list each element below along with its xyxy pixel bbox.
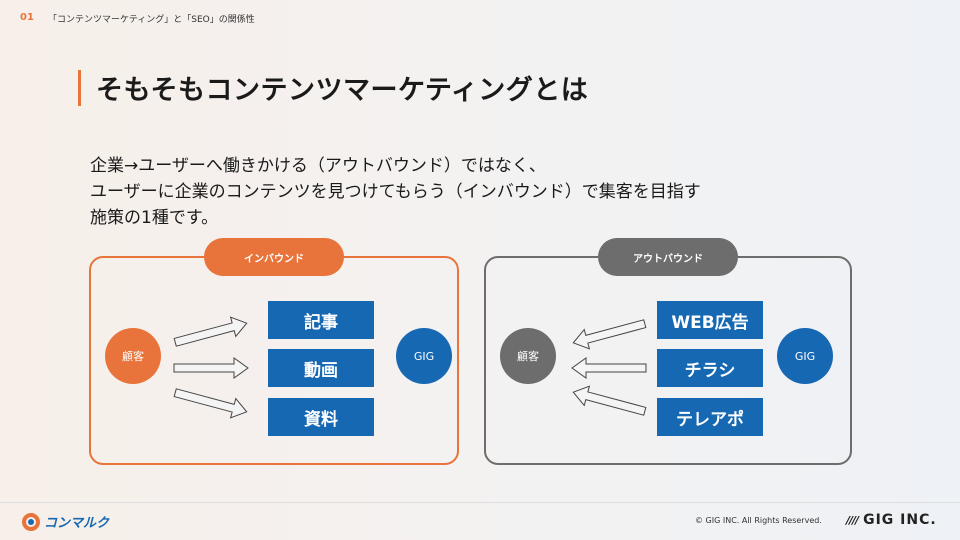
inbound-company-circle: GIG	[396, 328, 452, 384]
description-line-3: 施策の1種です。	[90, 208, 219, 228]
slide-number: 01	[20, 12, 34, 23]
outbound-item-telemarketing: テレアポ	[657, 398, 763, 436]
outbound-item-web-ad: WEB広告	[657, 301, 763, 339]
title-accent-bar	[78, 70, 81, 106]
inbound-label: インバウンド	[204, 238, 344, 276]
outbound-item-flyer: チラシ	[657, 349, 763, 387]
inbound-customer-circle: 顧客	[105, 328, 161, 384]
outbound-company-circle: GIG	[777, 328, 833, 384]
conmaruku-logo-text: コンマルク	[44, 516, 110, 531]
copyright: © GIG INC. All Rights Reserved.	[695, 516, 822, 525]
description: 企業→ユーザーへ働きかける（アウトバウンド）ではなく、 ユーザーに企業のコンテン…	[90, 153, 701, 231]
page-title: そもそもコンテンツマーケティングとは	[96, 75, 589, 106]
inbound-item-article: 記事	[268, 301, 374, 339]
footer-divider	[0, 502, 960, 503]
inbound-item-document: 資料	[268, 398, 374, 436]
section-title: 「コンテンツマーケティング」と「SEO」の関係性	[48, 15, 255, 25]
outbound-label: アウトバウンド	[598, 238, 738, 276]
gig-logo-mark: ////	[846, 513, 859, 527]
description-line-2: ユーザーに企業のコンテンツを見つけてもらう（インバウンド）で集客を目指す	[90, 182, 701, 202]
outbound-customer-circle: 顧客	[500, 328, 556, 384]
inbound-item-video: 動画	[268, 349, 374, 387]
description-line-1: 企業→ユーザーへ働きかける（アウトバウンド）ではなく、	[90, 156, 546, 176]
gig-logo-text: GIG INC.	[863, 512, 937, 528]
conmaruku-logo-icon	[22, 512, 40, 531]
conmaruku-logo: コンマルク	[22, 512, 109, 531]
gig-inc-logo: //// GIG INC.	[846, 512, 937, 528]
